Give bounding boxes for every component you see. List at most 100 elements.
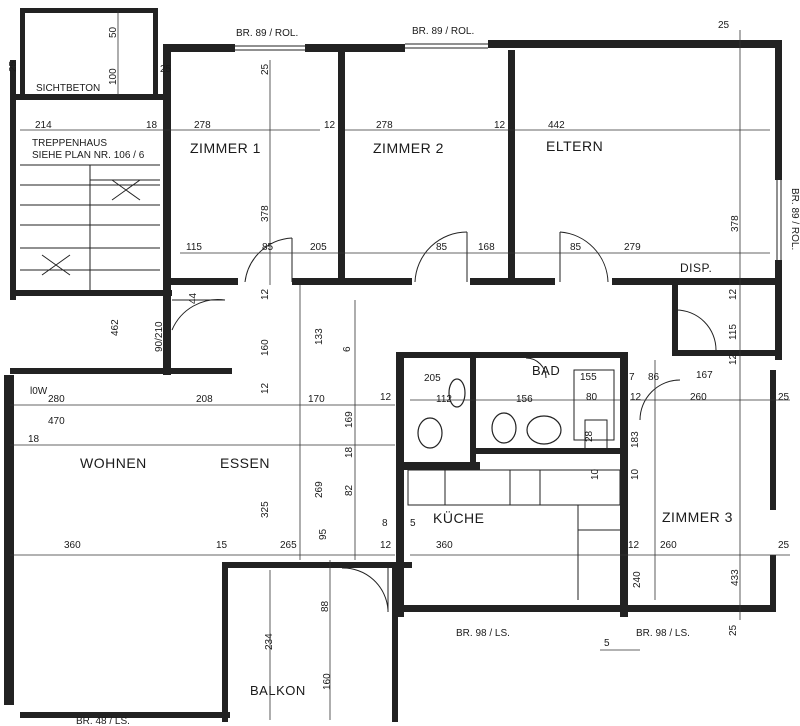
dim-label: 280 <box>48 394 65 405</box>
sink-icon <box>526 415 562 445</box>
room-label-zimmer-2: ZIMMER 2 <box>373 140 444 156</box>
dim-label: 155 <box>580 372 597 383</box>
dim-label: 278 <box>194 120 211 131</box>
dim-label: 115 <box>186 242 202 253</box>
dim-label: 214 <box>35 120 52 131</box>
dim-label: 234 <box>264 633 275 650</box>
doors <box>171 231 717 612</box>
dim-label: 10 <box>630 468 641 480</box>
dim-label: 5 <box>604 638 610 649</box>
dim-label: 269 <box>314 481 325 498</box>
dim-label: 15 <box>216 540 228 551</box>
dim-label: 12 <box>380 392 392 403</box>
dim-label: 12 <box>260 382 271 394</box>
dimension-lines <box>10 10 790 720</box>
room-labels: ZIMMER 1 ZIMMER 2 ELTERN WOHNEN ESSEN KÜ… <box>80 138 733 698</box>
note-low: l0W <box>30 386 48 397</box>
dim-label: 85 <box>262 242 274 253</box>
dim-label: 25 <box>778 540 790 551</box>
dim-label: 12 <box>628 540 640 551</box>
dim-label: 12 <box>324 120 336 131</box>
room-label-wohnen: WOHNEN <box>80 455 147 471</box>
dim-label: 10 <box>590 468 601 480</box>
dim-label: 44 <box>188 292 199 304</box>
note-sichtbeton: SICHTBETON <box>36 83 100 94</box>
dim-label: 115 <box>728 324 739 340</box>
windows <box>30 43 782 715</box>
dim-label: 6 <box>342 346 353 352</box>
dim-label: 170 <box>308 394 325 405</box>
note-window-bottom-2: BR. 98 / LS. <box>636 628 690 639</box>
note-window-top-1: BR. 89 / ROL. <box>236 28 298 39</box>
dim-label: 168 <box>478 242 495 253</box>
dim-label: 25 <box>160 64 172 75</box>
dim-label: 18 <box>146 120 158 131</box>
dim-label: 378 <box>260 205 271 222</box>
note-window-top-2: BR. 89 / ROL. <box>412 26 474 37</box>
dim-label: 133 <box>314 328 325 345</box>
dim-label: 156 <box>516 394 533 405</box>
dim-label: 470 <box>48 416 65 427</box>
room-label-bad: BAD <box>532 363 560 378</box>
dim-label: 85 <box>570 242 582 253</box>
dim-label: 360 <box>64 540 81 551</box>
room-label-kueche: KÜCHE <box>433 509 485 526</box>
dim-label: 360 <box>436 540 453 551</box>
dim-label: 378 <box>730 215 741 232</box>
dim-label: 86 <box>648 372 660 383</box>
dim-label: 160 <box>322 673 333 690</box>
dim-label: 169 <box>344 411 355 428</box>
plan-notes: SICHTBETON TREPPENHAUS SIEHE PLAN NR. 10… <box>30 26 800 726</box>
dim-label: 260 <box>660 540 677 551</box>
note-window-bottom-1: BR. 98 / LS. <box>456 628 510 639</box>
dim-label: 8 <box>382 518 388 529</box>
room-label-zimmer-3: ZIMMER 3 <box>662 509 733 525</box>
dim-label: 25 <box>778 392 790 403</box>
room-label-eltern: ELTERN <box>546 138 603 154</box>
dim-label: 442 <box>548 120 565 131</box>
dim-label: 279 <box>624 242 641 253</box>
note-window-right: BR. 89 / ROL. <box>789 188 800 250</box>
dim-label: 205 <box>424 373 441 384</box>
dim-label: 183 <box>630 431 641 448</box>
dim-label: 18 <box>344 446 355 458</box>
dim-label: 82 <box>344 484 355 496</box>
staircase <box>20 164 160 290</box>
dim-label: 112 <box>436 394 452 405</box>
dim-label: 18 <box>28 434 40 445</box>
dim-label: 7 <box>629 372 635 383</box>
note-plan-reference: SIEHE PLAN NR. 106 / 6 <box>32 150 145 161</box>
dim-label: 265 <box>280 540 297 551</box>
room-label-balkon: BALKON <box>250 683 306 698</box>
dim-label: 12 <box>728 288 739 300</box>
note-treppenhaus: TREPPENHAUS <box>32 138 107 149</box>
dim-label: 100 <box>108 68 119 85</box>
dim-label: 12 <box>260 288 271 300</box>
dim-label: 95 <box>318 528 329 540</box>
dim-label: 25 <box>8 60 19 72</box>
note-door-size: 90/210 <box>154 321 165 352</box>
dim-label: 50 <box>108 26 119 38</box>
dim-label: 12 <box>728 353 739 365</box>
dim-label: 325 <box>260 501 271 518</box>
dim-label: 85 <box>436 242 448 253</box>
dim-label: 462 <box>110 319 121 336</box>
walls <box>4 8 782 722</box>
dim-label: 208 <box>196 394 213 405</box>
toilet-icon <box>417 417 443 449</box>
dimension-labels: 50 100 25 25 25 25 214 18 278 12 278 12 … <box>8 20 790 690</box>
dim-label: 12 <box>380 540 392 551</box>
dim-label: 28 <box>584 430 595 442</box>
dim-label: 278 <box>376 120 393 131</box>
dim-label: 240 <box>632 571 643 588</box>
room-label-disp: DISP. <box>680 261 712 275</box>
dim-label: 167 <box>696 370 713 381</box>
dim-label: 205 <box>310 242 327 253</box>
room-label-zimmer-1: ZIMMER 1 <box>190 140 261 156</box>
note-window-bottom-3: BR. 48 / LS. <box>76 716 130 726</box>
dim-label: 25 <box>718 20 730 31</box>
dim-label: 88 <box>320 600 331 612</box>
dim-label: 12 <box>494 120 506 131</box>
toilet-icon <box>491 412 517 444</box>
dim-label: 260 <box>690 392 707 403</box>
